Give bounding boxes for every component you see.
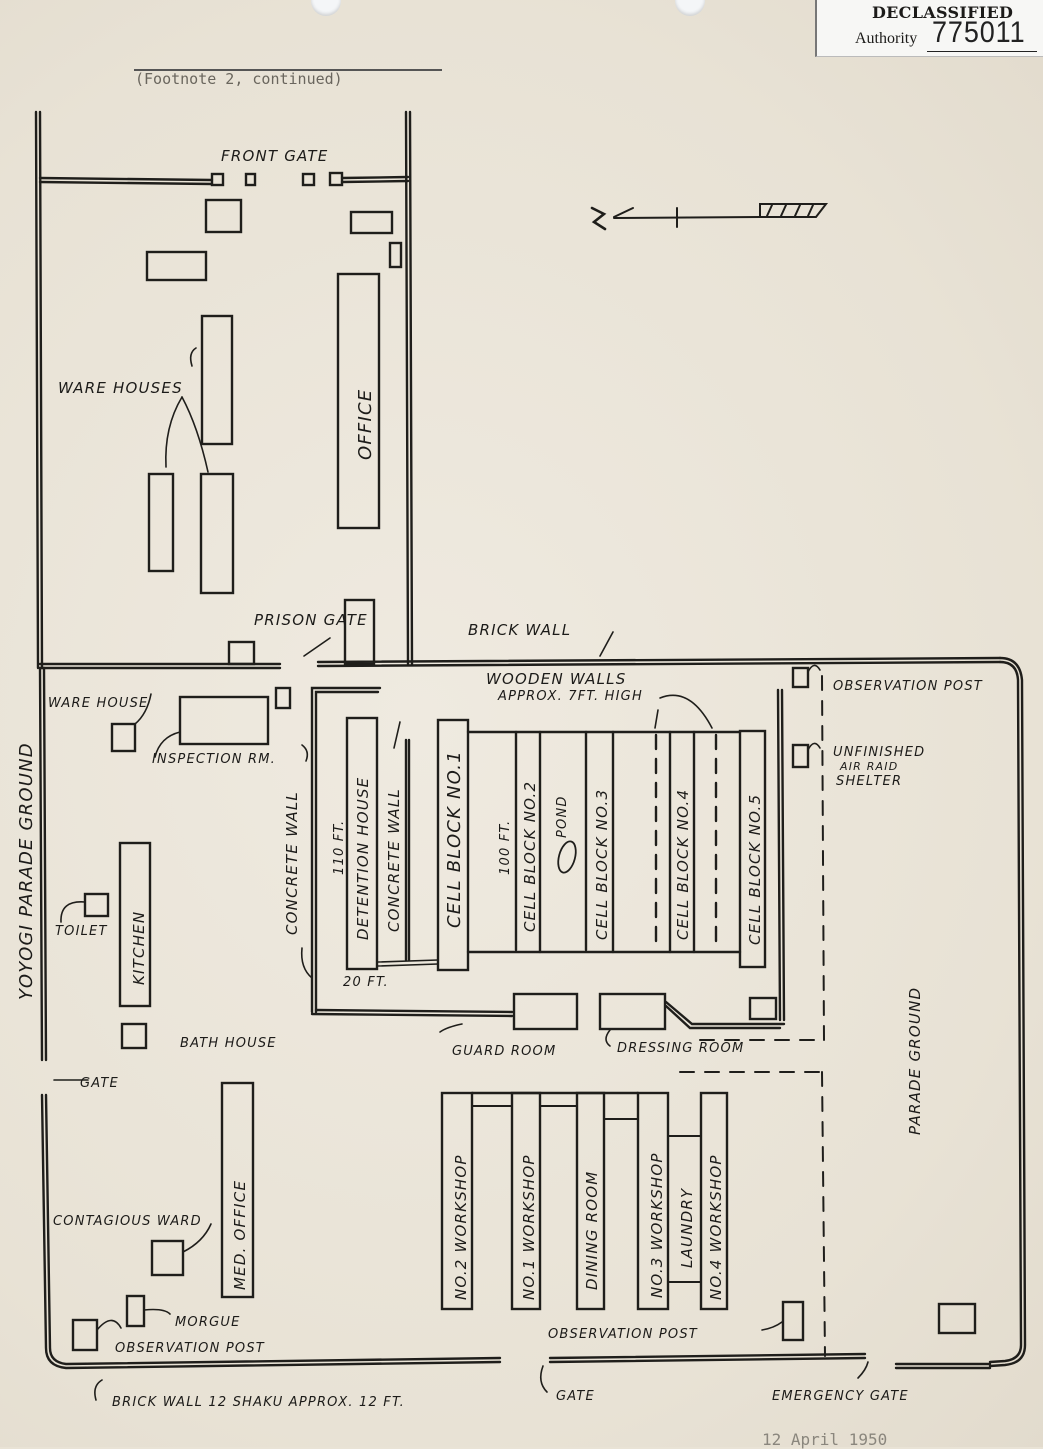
- label-yoyogi-parade-ground: YOYOGI PARADE GROUND: [16, 742, 37, 1000]
- detention-house-building: [345, 716, 379, 971]
- south-observation-post: [781, 1300, 805, 1342]
- label-no1-workshop: NO.1 WORKSHOP: [520, 1154, 538, 1300]
- warehouse-3: [199, 472, 235, 595]
- label-perimeter-brick-wall: BRICK WALL 12 SHAKU APPROX. 12 FT.: [112, 1395, 405, 1410]
- label-emergency-gate: EMERGENCY GATE: [772, 1389, 909, 1404]
- label-100-ft: 100 FT.: [498, 820, 513, 875]
- label-concrete-wall-outer: CONCRETE WALL: [283, 791, 301, 935]
- front-gate-posts: [210, 171, 344, 187]
- west-buildings: [60, 686, 292, 1352]
- inspection-room-building: [178, 695, 270, 746]
- cell-block-1: [436, 718, 470, 972]
- stamp-title: DECLASSIFIED: [872, 3, 1014, 22]
- warehouse-2: [147, 472, 175, 573]
- office-building: [336, 272, 381, 530]
- north-compound-buildings: [145, 198, 403, 666]
- date-stamp: 12 April 1950: [762, 1430, 888, 1449]
- label-cell-block-5: CELL BLOCK NO.5: [746, 794, 764, 945]
- label-laundry: LAUNDRY: [678, 1187, 696, 1268]
- dressing-room-building: [598, 992, 667, 1031]
- label-cell-block-4: CELL BLOCK NO.4: [674, 789, 692, 940]
- label-110-ft: 110 FT.: [332, 820, 347, 875]
- label-contagious-ward: CONTAGIOUS WARD: [53, 1214, 202, 1229]
- concrete-wall-enclosure: [310, 686, 786, 1030]
- label-inspection-room: INSPECTION RM.: [152, 752, 276, 767]
- guard-room-building: [512, 992, 579, 1031]
- dashed-boundary: [679, 675, 826, 1357]
- air-raid-shelter: [791, 743, 810, 769]
- label-detention-house: DETENTION HOUSE: [354, 777, 372, 940]
- warehouse-1: [200, 314, 234, 446]
- stamp-authority-number: 775011: [932, 16, 1026, 49]
- label-parade-ground: PARADE GROUND: [906, 987, 924, 1135]
- label-cell-block-1: CELL BLOCK NO.1: [444, 750, 465, 928]
- label-ware-houses: WARE HOUSES: [58, 379, 183, 397]
- cell-block-5: [738, 729, 767, 969]
- footnote-rule: [134, 69, 442, 71]
- label-dressing-room: DRESSING ROOM: [617, 1041, 744, 1056]
- label-wooden-walls: WOODEN WALLS: [486, 670, 626, 688]
- label-no4-workshop: NO.4 WORKSHOP: [707, 1154, 725, 1300]
- cell-blocks: [436, 718, 778, 1031]
- label-20-ft: 20 FT.: [343, 975, 389, 990]
- toilet-building: [83, 892, 110, 918]
- med-office-building: [220, 1081, 255, 1299]
- east-structures: [761, 664, 977, 1342]
- binder-hole: [311, 0, 341, 16]
- pond-shape: [557, 840, 577, 874]
- label-front-gate: FRONT GATE: [221, 147, 328, 165]
- label-brick-wall: BRICK WALL: [468, 621, 571, 639]
- label-bath-house: BATH HOUSE: [180, 1036, 277, 1051]
- label-concrete-wall-inner: CONCRETE WALL: [385, 788, 403, 932]
- label-ware-house: WARE HOUSE: [48, 696, 148, 711]
- label-air-raid: AIR RAID: [839, 760, 898, 773]
- label-toilet: TOILET: [55, 924, 108, 939]
- morgue-building: [125, 1294, 146, 1328]
- north-arrow-icon: [590, 203, 829, 231]
- label-prison: PRISON GATE: [254, 611, 368, 629]
- perimeter-brick-wall: [38, 656, 1027, 1370]
- stamp-underline: [927, 51, 1037, 52]
- annotation-arrows: [53, 631, 869, 1401]
- label-dining-room: DINING ROOM: [583, 1171, 601, 1290]
- declassified-stamp: DECLASSIFIED Authority 775011: [815, 0, 1043, 57]
- label-no3-workshop: NO.3 WORKSHOP: [648, 1152, 666, 1298]
- label-south-gate: GATE: [556, 1389, 595, 1404]
- map-labels: FRONT GATE WARE HOUSES OFFICE PRISON GAT…: [16, 147, 983, 1410]
- kitchen-building: [118, 841, 152, 1008]
- label-s-observation-post: OBSERVATION POST: [548, 1327, 698, 1342]
- ne-observation-post: [791, 666, 810, 689]
- label-sw-observation-post: OBSERVATION POST: [115, 1341, 265, 1356]
- label-office: OFFICE: [355, 389, 376, 460]
- bath-house-building: [120, 1022, 148, 1050]
- sw-observation-post: [71, 1318, 99, 1352]
- contagious-ward-building: [150, 1239, 185, 1277]
- north-compound-walls: [34, 110, 414, 670]
- label-pond: POND: [555, 795, 570, 838]
- label-ne-observation-post: OBSERVATION POST: [833, 679, 983, 694]
- label-no2-workshop: NO.2 WORKSHOP: [452, 1154, 470, 1300]
- label-kitchen: KITCHEN: [130, 911, 148, 985]
- footnote-header: (Footnote 2, continued): [135, 70, 343, 88]
- binder-hole: [675, 0, 705, 16]
- label-west-gate: GATE: [80, 1076, 119, 1091]
- stamp-authority-label: Authority: [855, 30, 918, 47]
- label-morgue: MORGUE: [175, 1315, 240, 1330]
- workshop-buildings: [440, 1091, 729, 1311]
- label-med-office: MED. OFFICE: [231, 1180, 249, 1290]
- label-unfinished: UNFINISHED: [833, 745, 925, 760]
- label-wooden-walls-height: APPROX. 7FT. HIGH: [497, 689, 643, 704]
- label-cell-block-3: CELL BLOCK NO.3: [593, 789, 611, 940]
- label-guard-room: GUARD ROOM: [452, 1044, 556, 1059]
- ware-house-building: [110, 722, 137, 753]
- label-cell-block-2: CELL BLOCK NO.2: [521, 781, 539, 932]
- label-shelter: SHELTER: [836, 774, 902, 789]
